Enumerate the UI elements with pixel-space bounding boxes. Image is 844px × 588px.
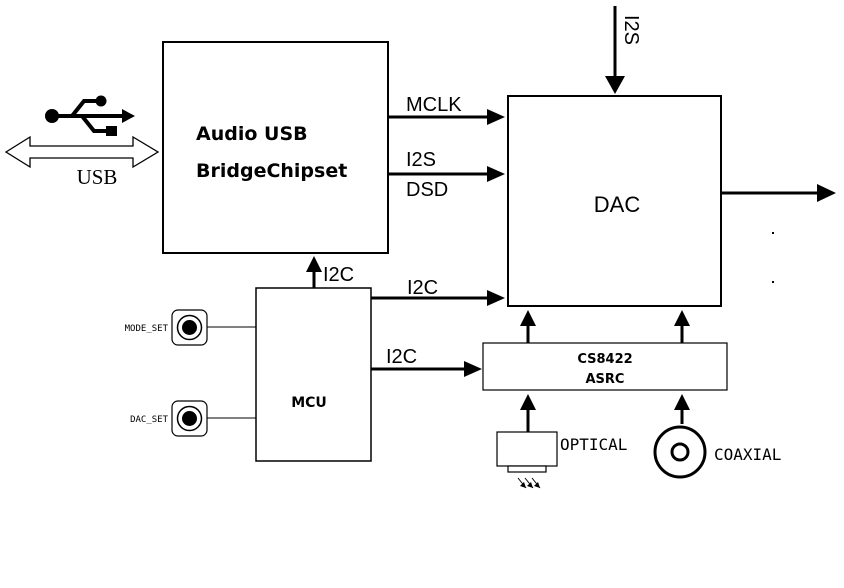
i2s-label: I2S xyxy=(406,149,436,171)
dac-set-label: DAC_SET xyxy=(130,415,169,425)
dac-block: DAC xyxy=(507,95,722,307)
i2c-mcu-asrc-arrow xyxy=(371,361,482,377)
mclk-label: MCLK xyxy=(406,94,462,116)
usb-bridge-title-line1: Audio USB xyxy=(196,123,308,145)
coaxial-label: COAXIAL xyxy=(714,445,781,464)
usb-bridge-block: Audio USB BridgeChipset xyxy=(162,41,389,254)
i2c-mcu-asrc-label: I2C xyxy=(386,346,417,368)
i2c-mcu-dac-label: I2C xyxy=(407,277,438,299)
mcu-block: MCU xyxy=(255,287,372,462)
i2c-mcu-bridge-arrow xyxy=(306,256,322,288)
mcu-label: MCU xyxy=(291,395,327,411)
usb-icon xyxy=(45,95,135,136)
dac-output-arrow xyxy=(721,184,836,202)
coaxial-to-asrc-arrow xyxy=(674,394,690,424)
optical-label: OPTICAL xyxy=(560,435,627,454)
i2c-mcu-bridge-label: I2C xyxy=(323,264,354,286)
dac-set-button xyxy=(171,400,256,437)
asrc-block: CS8422 ASRC xyxy=(482,342,728,391)
dac-label: DAC xyxy=(594,192,641,217)
mode-set-label: MODE_SET xyxy=(125,324,169,334)
asrc-to-dac-arrow-right xyxy=(674,310,690,343)
i2s-top-label: I2S xyxy=(620,15,642,45)
asrc-to-dac-arrow-left xyxy=(520,310,536,343)
dsd-label: DSD xyxy=(406,179,448,201)
i2s-dsd-arrow xyxy=(388,166,505,182)
mclk-arrow xyxy=(388,109,505,125)
optical-connector-icon xyxy=(496,431,558,489)
optical-to-asrc-arrow xyxy=(520,394,536,432)
stray-dot-1 xyxy=(772,232,774,234)
i2s-input-arrow xyxy=(605,6,625,94)
stray-dot-2 xyxy=(772,281,774,283)
asrc-label-line1: CS8422 xyxy=(577,352,632,367)
usb-bidirectional-arrow xyxy=(4,135,160,169)
i2c-mcu-dac-arrow xyxy=(371,290,505,306)
usb-bridge-title-line2: BridgeChipset xyxy=(196,160,347,182)
mode-set-button xyxy=(171,309,256,346)
asrc-label-line2: ASRC xyxy=(586,372,625,387)
usb-label: USB xyxy=(77,165,118,189)
coaxial-connector-icon xyxy=(653,425,707,479)
